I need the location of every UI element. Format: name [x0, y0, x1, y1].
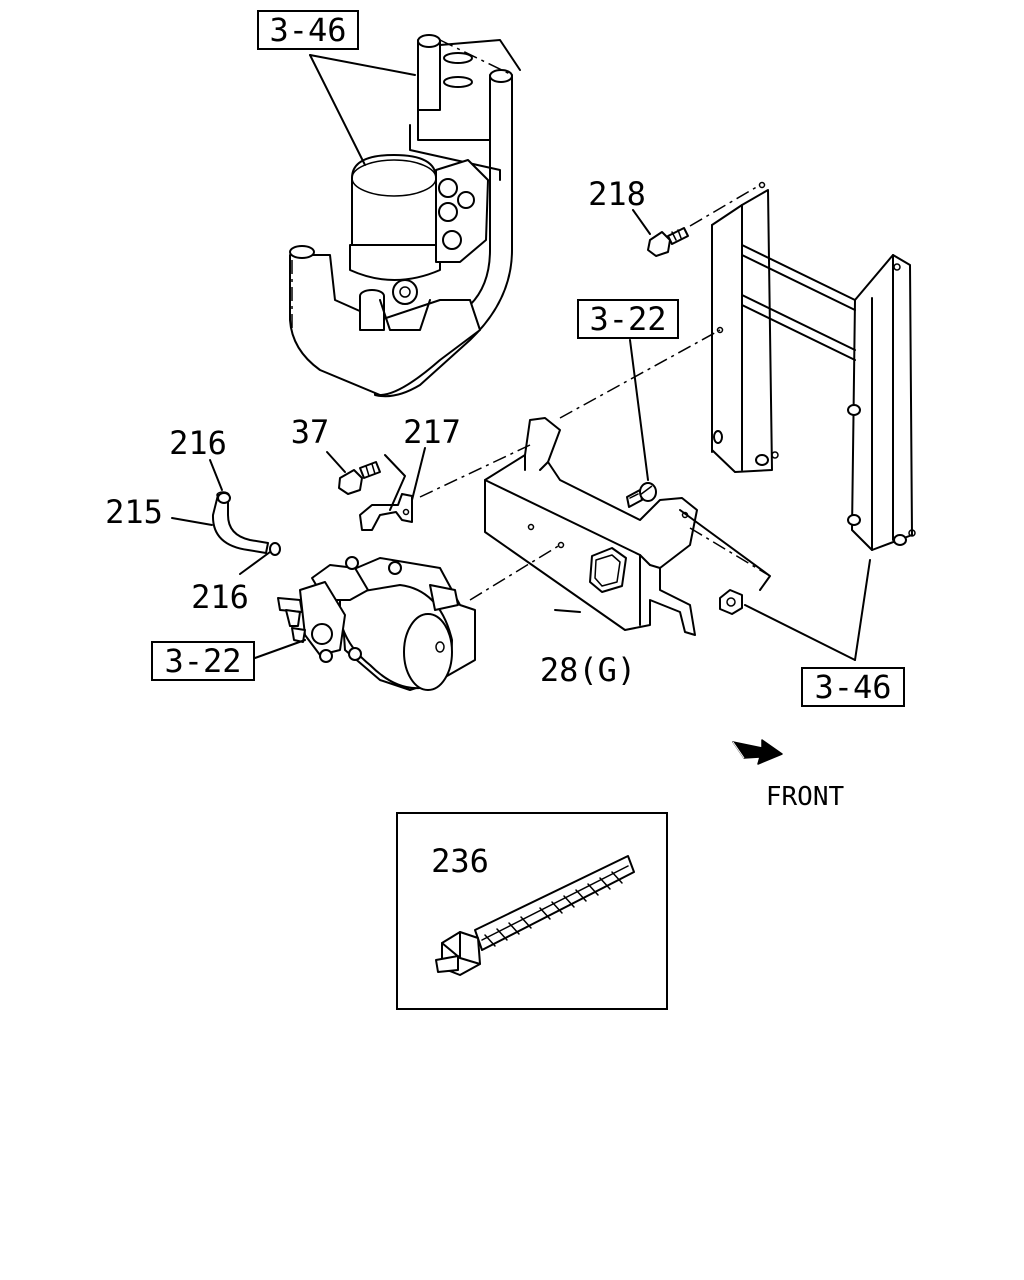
clip-bracket-217 [359, 493, 413, 531]
ref-box-mid[interactable]: 3-22 [577, 299, 679, 339]
part-label-236: 236 [431, 842, 489, 880]
front-label: FRONT [766, 782, 845, 812]
rail-bolt [847, 514, 861, 526]
cable-tie-236 [435, 855, 635, 976]
bracket-28g [484, 417, 698, 636]
front-arrow-icon [732, 739, 783, 765]
ref-label-top: 3-46 [269, 11, 346, 49]
ref-label-right: 3-46 [814, 668, 891, 706]
rail-bolt [893, 529, 916, 546]
nut [719, 589, 743, 615]
part-label-216-top: 216 [169, 424, 227, 462]
compressor-motor-unit [277, 556, 476, 691]
air-dryer-assembly [289, 34, 521, 398]
ref-label-mid: 3-22 [589, 300, 666, 338]
part-label-218: 218 [588, 175, 646, 213]
inset-box: 236 [396, 812, 668, 1010]
part-label-217: 217 [403, 413, 461, 451]
part-label-37: 37 [291, 413, 330, 451]
part-label-28g: 28(G) [540, 651, 636, 689]
part-label-215: 215 [105, 493, 163, 531]
ref-box-top[interactable]: 3-46 [257, 10, 359, 50]
ref-box-left[interactable]: 3-22 [151, 641, 255, 681]
part-label-216-bottom: 216 [191, 578, 249, 616]
hose-clamp-216-top [217, 492, 231, 504]
ref-box-right[interactable]: 3-46 [801, 667, 905, 707]
rail-bolt [847, 404, 861, 416]
rail-bolt [755, 451, 779, 466]
bolt-37 [338, 461, 381, 495]
ref-label-left: 3-22 [164, 642, 241, 680]
frame-rail-assembly [711, 181, 916, 551]
hose-clamp-216-bottom [269, 542, 281, 556]
bolt-218 [647, 227, 689, 257]
bolt-3-22 [626, 482, 657, 508]
